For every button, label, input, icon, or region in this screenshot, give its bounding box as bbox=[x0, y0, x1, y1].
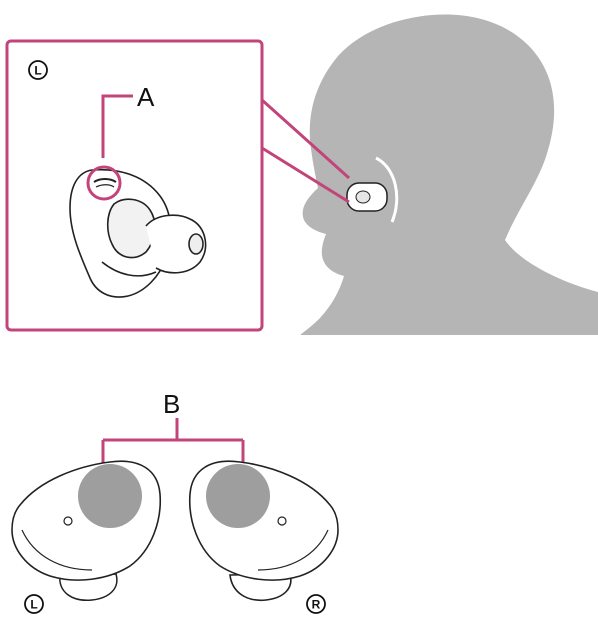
left-earbud-mark: L bbox=[25, 595, 43, 613]
right-earbud-mark: R bbox=[307, 595, 325, 613]
inset-left-mark-text: L bbox=[34, 64, 41, 78]
right-earbud-mark-text: R bbox=[312, 598, 321, 612]
callout-a-label: A bbox=[137, 82, 155, 112]
right-touch-sensor bbox=[206, 464, 270, 528]
left-earbud bbox=[12, 461, 160, 600]
left-earbud-mark-text: L bbox=[30, 598, 37, 612]
callout-b-label: B bbox=[163, 389, 180, 419]
right-earbud bbox=[190, 461, 338, 600]
left-touch-sensor bbox=[78, 464, 142, 528]
inset-left-mark: L bbox=[29, 61, 47, 79]
